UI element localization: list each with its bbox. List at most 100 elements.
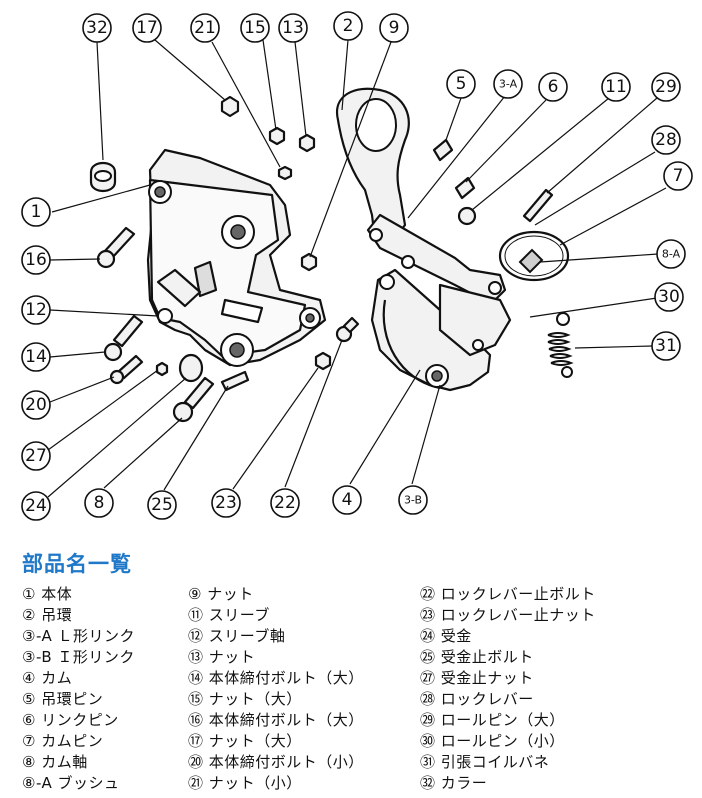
small-pins	[89, 138, 554, 226]
parts-list-item: ⑯ 本体締付ボルト（大）	[188, 711, 364, 729]
parts-list-item: ㉑ ナット（小）	[188, 774, 302, 792]
parts-list-item: ⑥ リンクピン	[22, 711, 119, 729]
callout-4: 4	[332, 485, 362, 515]
callout-30: 30	[654, 282, 684, 312]
svg-text:13: 13	[282, 18, 304, 38]
parts-list-item: ⑬ ナット	[188, 648, 256, 666]
svg-text:20: 20	[25, 395, 47, 415]
callout-8: 8	[84, 488, 114, 518]
parts-list-item: ② 吊環	[22, 606, 73, 624]
callout-2: 2	[333, 11, 363, 41]
callout-13: 13	[278, 13, 308, 43]
callout-31: 31	[651, 331, 681, 361]
callout-21: 21	[190, 13, 220, 43]
svg-text:11: 11	[605, 77, 627, 97]
svg-text:12: 12	[25, 300, 47, 320]
callout-8a: 8-A	[656, 239, 686, 269]
svg-text:23: 23	[215, 493, 237, 513]
parts-list-item: ⑦ カムピン	[22, 732, 104, 750]
callout-22: 22	[270, 488, 300, 518]
callout-32: 32	[82, 13, 112, 43]
callout-9: 9	[379, 13, 409, 43]
parts-list-item: ④ カム	[22, 669, 73, 687]
parts-list-item: ㉙ ロールピン（大）	[420, 711, 565, 729]
callout-15: 15	[240, 13, 270, 43]
svg-text:17: 17	[136, 18, 158, 38]
svg-text:29: 29	[655, 77, 677, 97]
callout-16: 16	[21, 245, 51, 275]
svg-text:22: 22	[274, 493, 296, 513]
callout-1: 1	[21, 197, 51, 227]
parts-list-item: ⑧-A ブッシュ	[22, 774, 120, 792]
parts-list-item: ⑨ ナット	[188, 585, 254, 603]
callout-25: 25	[147, 490, 177, 520]
callout-28: 28	[651, 125, 681, 155]
parts-list-item: ㉜ カラー	[420, 774, 488, 792]
leader-lines	[47, 39, 667, 498]
sleeve-shaft-part	[156, 268, 202, 324]
svg-text:30: 30	[658, 287, 680, 307]
parts-list-item: ③-A Ｌ形リンク	[22, 627, 136, 645]
parts-list-item: ㉒ ロックレバー止ボルト	[420, 585, 596, 603]
svg-text:1: 1	[31, 202, 42, 222]
callout-12: 12	[21, 295, 51, 325]
svg-text:16: 16	[25, 250, 47, 270]
svg-text:14: 14	[25, 347, 47, 367]
svg-text:9: 9	[389, 18, 400, 38]
parts-list-item: ③-B Ｉ形リンク	[22, 648, 135, 666]
svg-text:32: 32	[86, 18, 108, 38]
parts-list-item: ㉔ 受金	[420, 627, 472, 645]
callout-29: 29	[651, 72, 681, 102]
parts-list-item: ㉚ ロールピン（小）	[420, 732, 565, 750]
body-part	[146, 148, 327, 367]
parts-list-item: ㉕ 受金止ボルト	[420, 648, 534, 666]
parts-list-item: ⑰ ナット（大）	[188, 732, 302, 750]
callout-17: 17	[132, 13, 162, 43]
svg-text:25: 25	[151, 495, 173, 515]
callout-3a: 3-A	[493, 69, 523, 99]
svg-text:3-B: 3-B	[404, 494, 422, 507]
parts-list-item: ⑤ 吊環ピン	[22, 690, 104, 708]
callout-7: 7	[663, 161, 693, 191]
callout-23: 23	[211, 488, 241, 518]
svg-text:31: 31	[655, 336, 677, 356]
cam-shaft-ring-part	[498, 230, 570, 282]
callout-20: 20	[21, 390, 51, 420]
svg-text:7: 7	[673, 166, 684, 186]
parts-list-item: ㉗ 受金止ナット	[420, 669, 534, 687]
callout-5: 5	[446, 69, 476, 99]
parts-list-item: ⑪ スリーブ	[188, 606, 270, 624]
parts-list-column-1: ① 本体 ② 吊環 ③-A Ｌ形リンク ③-B Ｉ形リンク ④ カム ⑤ 吊環ピ…	[22, 584, 135, 794]
parts-list-column-3: ㉒ ロックレバー止ボルト ㉓ ロックレバー止ナット ㉔ 受金 ㉕ 受金止ボルト …	[420, 584, 596, 794]
svg-text:3-A: 3-A	[499, 78, 518, 91]
nuts	[155, 95, 332, 383]
i-link-part	[438, 283, 512, 357]
coil-spring-part	[547, 312, 574, 378]
parts-list-item: ① 本体	[22, 585, 73, 603]
svg-text:2: 2	[343, 16, 354, 36]
svg-text:8: 8	[94, 493, 105, 513]
callout-6: 6	[538, 72, 568, 102]
l-link-part	[366, 213, 507, 302]
parts-list-column-2: ⑨ ナット ⑪ スリーブ ⑫ スリーブ軸 ⑬ ナット ⑭ 本体締付ボルト（大） …	[188, 584, 364, 794]
exploded-assembly-diagram: 32 17 21 15 13 2 9 5 3-A 6 11 29 28 7 8-…	[21, 11, 693, 521]
svg-text:28: 28	[655, 130, 677, 150]
parts-list-item: ⑳ 本体締付ボルト（小）	[188, 753, 364, 771]
svg-text:21: 21	[194, 18, 216, 38]
parts-list-item: ⑧ カム軸	[22, 753, 88, 771]
svg-text:5: 5	[456, 74, 467, 94]
parts-list-item: ⑮ ナット（大）	[188, 690, 302, 708]
parts-list-item: ⑭ 本体締付ボルト（大）	[188, 669, 364, 687]
svg-text:15: 15	[244, 18, 266, 38]
svg-text:8-A: 8-A	[662, 248, 681, 261]
parts-list-item: ㉛ 引張コイルバネ	[420, 753, 550, 771]
svg-text:6: 6	[548, 77, 559, 97]
svg-text:4: 4	[342, 490, 353, 510]
callout-14: 14	[21, 342, 51, 372]
svg-text:24: 24	[25, 496, 47, 516]
parts-list-item: ㉘ ロックレバー	[420, 690, 534, 708]
suspension-ring-part	[335, 87, 410, 247]
parts-list-item: ㉓ ロックレバー止ナット	[420, 606, 596, 624]
callout-11: 11	[601, 72, 631, 102]
callout-24: 24	[21, 491, 51, 521]
